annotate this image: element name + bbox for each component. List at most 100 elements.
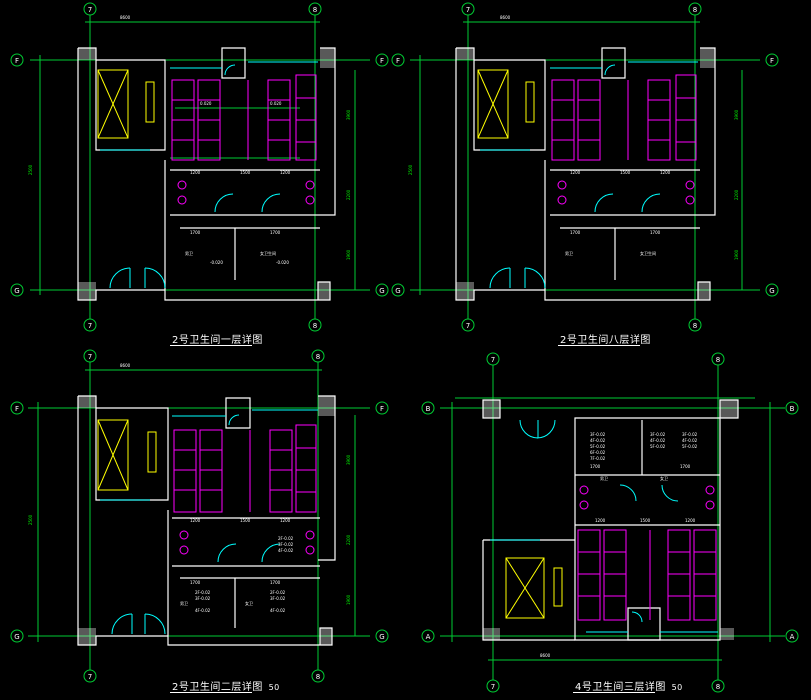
svg-text:1900: 1900 (734, 249, 739, 260)
grid-bubble-icon (421, 352, 799, 693)
svg-text:1200: 1200 (685, 518, 696, 523)
svg-text:1200: 1200 (280, 170, 291, 175)
svg-text:7F-0.02: 7F-0.02 (590, 456, 606, 461)
svg-text:1700: 1700 (590, 464, 601, 469)
svg-text:8600: 8600 (500, 15, 511, 20)
title-underline (573, 692, 655, 693)
svg-text:7: 7 (88, 6, 92, 14)
svg-text:7: 7 (491, 356, 495, 364)
panel-scale: 50 (268, 683, 280, 692)
panel-title-4: 4号卫生间三层详图 50 (575, 678, 683, 693)
svg-text:A: A (790, 633, 795, 641)
shaft-cross-icon (97, 69, 155, 139)
svg-text:B: B (790, 405, 795, 413)
svg-text:1700: 1700 (270, 580, 281, 585)
svg-text:8: 8 (716, 683, 720, 691)
panel-title-text: 2号卫生间八层详图 (560, 335, 651, 346)
svg-text:1700: 1700 (190, 230, 201, 235)
svg-text:8600: 8600 (540, 653, 551, 658)
svg-text:1900: 1900 (346, 249, 351, 260)
svg-text:F: F (380, 57, 384, 65)
svg-text:F: F (770, 57, 774, 65)
svg-text:8: 8 (316, 673, 320, 681)
svg-text:1500: 1500 (640, 518, 651, 523)
svg-text:1500: 1500 (240, 170, 251, 175)
grid-bubble-icon (10, 349, 389, 683)
svg-text:B: B (426, 405, 431, 413)
svg-text:2F-0.02: 2F-0.02 (270, 590, 286, 595)
toilet-fixture-icon (577, 485, 717, 621)
svg-text:3900: 3900 (734, 109, 739, 120)
svg-text:女卫: 女卫 (660, 475, 668, 481)
toilet-fixture-icon (173, 424, 317, 555)
svg-text:7: 7 (88, 322, 92, 330)
grid-bubble-icon (391, 2, 779, 332)
svg-text:2F-0.02: 2F-0.02 (278, 536, 294, 541)
svg-text:1200: 1200 (595, 518, 606, 523)
door-swing-icon (490, 419, 718, 633)
svg-text:3900: 3900 (346, 454, 351, 465)
panel-title-text: 2号卫生间二层详图 (172, 682, 263, 693)
svg-text:7: 7 (88, 673, 92, 681)
svg-text:F: F (396, 57, 400, 65)
svg-text:女卫生间: 女卫生间 (640, 250, 656, 256)
svg-text:8: 8 (313, 322, 317, 330)
door-swing-icon (480, 61, 698, 289)
svg-text:7: 7 (466, 6, 470, 14)
svg-text:1200: 1200 (280, 518, 291, 523)
shaft-cross-icon (97, 419, 157, 491)
svg-text:8: 8 (716, 356, 720, 364)
svg-text:1200: 1200 (660, 170, 671, 175)
svg-text:F: F (380, 405, 384, 413)
svg-text:1700: 1700 (650, 230, 661, 235)
svg-text:G: G (14, 287, 19, 295)
svg-text:5F-0.02: 5F-0.02 (682, 444, 698, 449)
svg-text:8: 8 (313, 6, 317, 14)
svg-text:男卫: 男卫 (600, 476, 608, 481)
title-underline (558, 345, 640, 346)
svg-text:6F-0.02: 6F-0.02 (590, 450, 606, 455)
svg-text:4F-0.02: 4F-0.02 (278, 548, 294, 553)
svg-text:2F-0.02: 2F-0.02 (195, 590, 211, 595)
svg-text:0.020: 0.020 (270, 101, 282, 106)
svg-text:3F-0.02: 3F-0.02 (650, 432, 666, 437)
svg-text:3F-0.02: 3F-0.02 (590, 432, 606, 437)
svg-text:2200: 2200 (734, 189, 739, 200)
svg-text:1500: 1500 (620, 170, 631, 175)
title-underline (170, 692, 252, 693)
grid-bubble-icon (10, 2, 389, 332)
svg-text:2200: 2200 (346, 189, 351, 200)
svg-text:5F-0.02: 5F-0.02 (650, 444, 666, 449)
svg-text:-0.020: -0.020 (276, 260, 289, 265)
svg-text:4F-0.02: 4F-0.02 (270, 608, 286, 613)
panel-scale: 50 (671, 683, 683, 692)
svg-text:8: 8 (693, 322, 697, 330)
toilet-fixture-icon (171, 74, 317, 205)
svg-text:女卫生间: 女卫生间 (260, 250, 276, 256)
svg-text:1200: 1200 (190, 170, 201, 175)
svg-text:7: 7 (88, 353, 92, 361)
svg-text:2500: 2500 (28, 514, 33, 525)
svg-text:8600: 8600 (120, 15, 131, 20)
svg-text:4F-0.02: 4F-0.02 (682, 438, 698, 443)
svg-text:8: 8 (316, 353, 320, 361)
toilet-fixture-icon (551, 74, 697, 205)
svg-text:1700: 1700 (190, 580, 201, 585)
svg-text:1900: 1900 (346, 594, 351, 605)
svg-text:2200: 2200 (346, 534, 351, 545)
shaft-cross-icon (477, 69, 535, 139)
panel-title-3: 2号卫生间二层详图 50 (172, 678, 280, 693)
svg-text:5F-0.02: 5F-0.02 (590, 444, 606, 449)
shaft-cross-icon (505, 557, 563, 619)
svg-text:女卫: 女卫 (245, 600, 253, 606)
svg-text:4F-0.02: 4F-0.02 (195, 608, 211, 613)
svg-text:3F-0.02: 3F-0.02 (682, 432, 698, 437)
svg-text:男卫: 男卫 (565, 251, 573, 256)
svg-text:男卫: 男卫 (180, 601, 188, 606)
svg-text:G: G (395, 287, 400, 295)
svg-text:G: G (769, 287, 774, 295)
panel-title-1: 2号卫生间一层详图 (172, 331, 263, 346)
panel-title-text: 4号卫生间三层详图 (575, 682, 666, 693)
